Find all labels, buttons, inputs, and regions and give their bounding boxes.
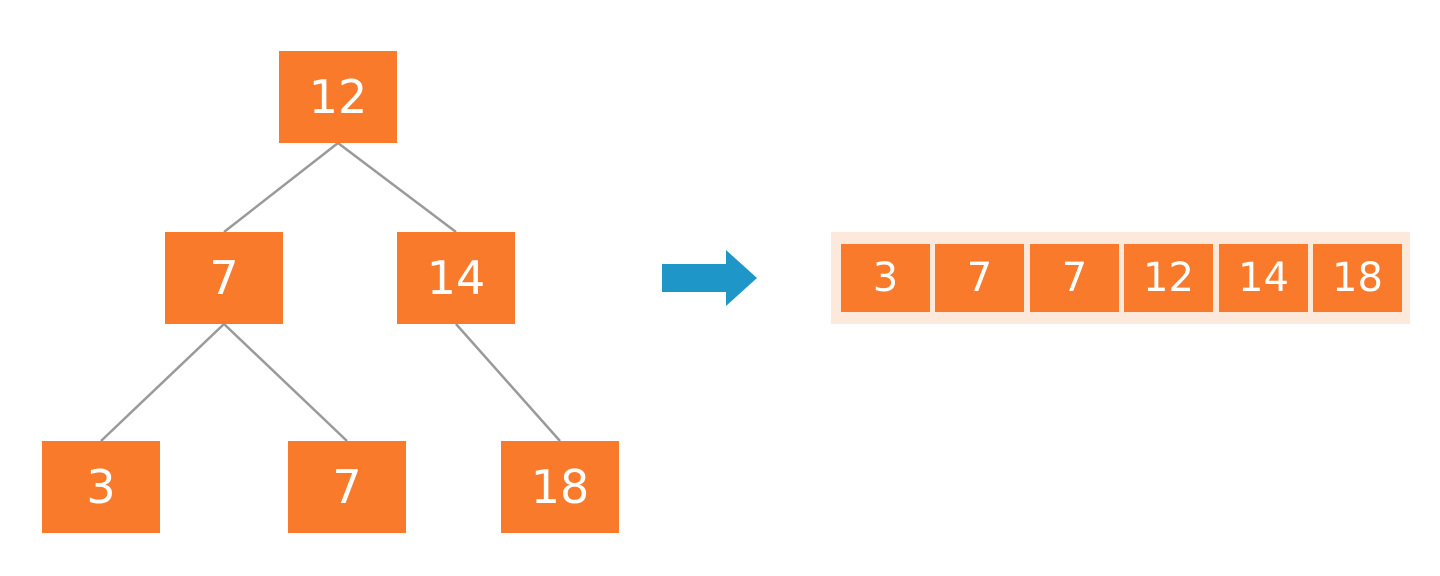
tree-node-root: 12 xyxy=(279,51,397,143)
array-cell: 7 xyxy=(1030,244,1119,312)
array-cell: 3 xyxy=(841,244,930,312)
right-arrow-icon xyxy=(662,250,757,306)
edge-14-18 xyxy=(455,323,561,442)
tree-node-left-left: 3 xyxy=(42,441,160,533)
tree-node-left-right: 7 xyxy=(288,441,406,533)
array-cell: 18 xyxy=(1313,244,1402,312)
tree-node-right: 14 xyxy=(397,232,515,324)
edge-12-14 xyxy=(337,142,457,233)
edge-7-7 xyxy=(223,323,348,442)
edge-7-3 xyxy=(100,323,225,442)
edge-12-7 xyxy=(223,142,339,233)
tree-node-right-right: 18 xyxy=(501,441,619,533)
tree-node-left: 7 xyxy=(165,232,283,324)
array-cell: 7 xyxy=(935,244,1024,312)
sorted-array: 3 7 7 12 14 18 xyxy=(831,232,1410,324)
array-cell: 12 xyxy=(1124,244,1213,312)
array-cell: 14 xyxy=(1219,244,1308,312)
